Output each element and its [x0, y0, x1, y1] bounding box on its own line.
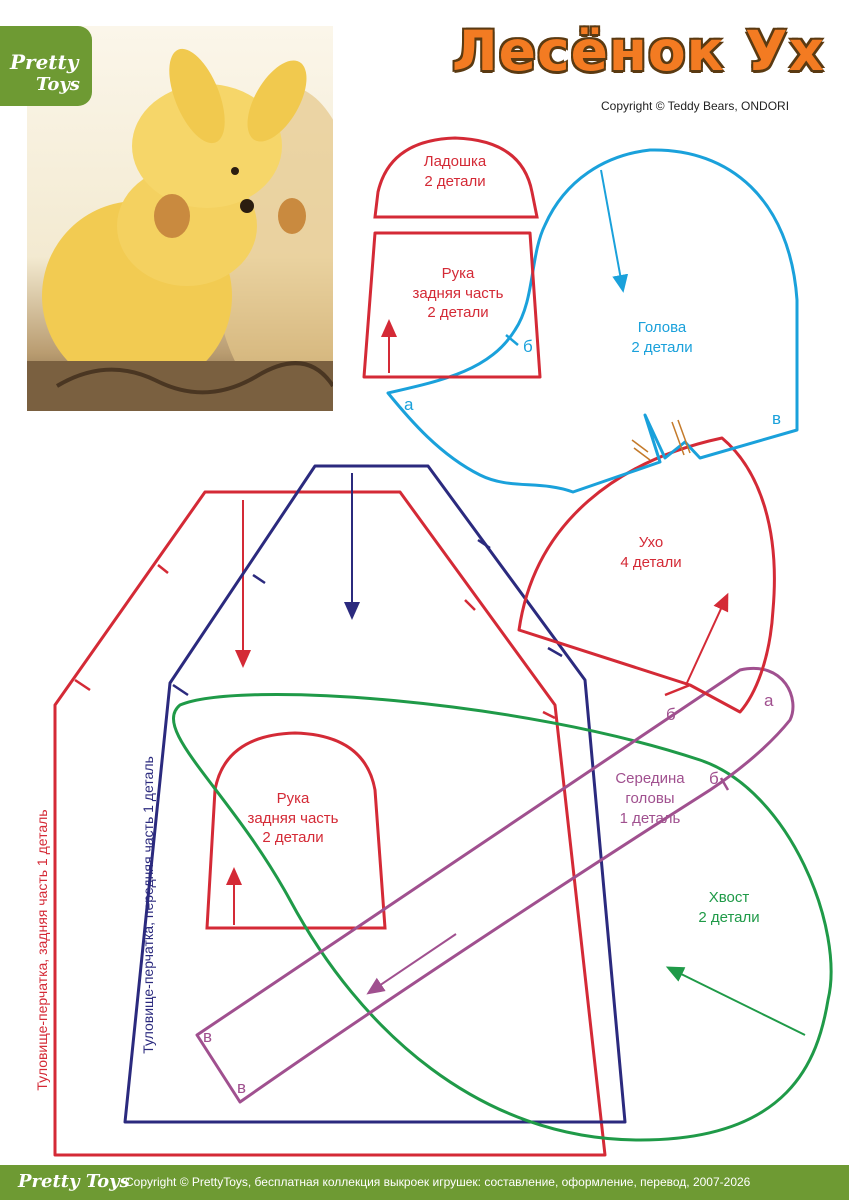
head-center-count: 1 деталь: [620, 810, 681, 827]
head-center-piece: [195, 666, 795, 1104]
palm-name: Ладошка: [424, 153, 487, 170]
arm-top-name: Рука: [442, 265, 475, 282]
toy-photo: [27, 26, 333, 411]
mark-v-center-1: в: [203, 1027, 212, 1046]
brand-line-2: Toys: [36, 74, 80, 95]
brand-line-1: Pretty: [10, 50, 79, 74]
source-copyright: Copyright © Teddy Bears, ONDORI: [601, 99, 790, 113]
ear-piece: [517, 436, 776, 714]
arm-bottom-name: Рука: [277, 790, 310, 807]
arm-top-piece: [362, 231, 542, 379]
head-count: 2 детали: [631, 339, 692, 356]
ear-name: Ухо: [639, 534, 664, 551]
body-front-piece: [123, 464, 627, 1124]
mark-a-head: а: [404, 395, 414, 414]
brand-logo: Pretty Toys: [0, 26, 92, 106]
body-back-label: Туловище-перчатка, задняя часть 1 деталь: [34, 809, 50, 1090]
footer-brand: Pretty Toys: [18, 1171, 130, 1192]
arm-bottom-sub: задняя часть: [247, 810, 338, 827]
body-back-piece: [53, 490, 607, 1157]
toy-illustration: [27, 48, 333, 411]
mark-v-center-2: в: [237, 1078, 246, 1097]
tail-piece: [172, 692, 833, 1142]
tail-name: Хвост: [709, 889, 750, 906]
arm-top-count: 2 детали: [427, 304, 488, 321]
arm-top-sub: задняя часть: [412, 285, 503, 302]
sewing-pattern: Ладошка 2 детали Рука задняя часть 2 дет…: [34, 136, 833, 1157]
arm-bottom-piece: [205, 731, 387, 930]
head-piece: [386, 148, 799, 494]
mark-b-head: б: [523, 337, 533, 356]
mark-b-center: б: [709, 769, 719, 788]
arm-bottom-count: 2 детали: [262, 829, 323, 846]
head-center-name: Середина: [615, 770, 685, 787]
footer-bar: Pretty Toys Copyright © PrettyToys, бесп…: [0, 1165, 849, 1200]
mark-b-ear: б: [666, 705, 676, 724]
ear-count: 4 детали: [620, 554, 681, 571]
head-name: Голова: [638, 319, 687, 336]
footer-copyright: Copyright © PrettyToys, бесплатная колле…: [125, 1175, 751, 1189]
mark-v-head: в: [772, 409, 781, 428]
body-front-label: Туловище-перчатка, передняя часть 1 дета…: [140, 756, 156, 1054]
page-title: Лесёнок Ух: [452, 19, 826, 83]
palm-count: 2 детали: [424, 173, 485, 190]
head-center-sub: головы: [625, 790, 674, 807]
tail-count: 2 детали: [698, 909, 759, 926]
mark-a-center: а: [764, 691, 774, 710]
palm-piece: [373, 136, 539, 219]
